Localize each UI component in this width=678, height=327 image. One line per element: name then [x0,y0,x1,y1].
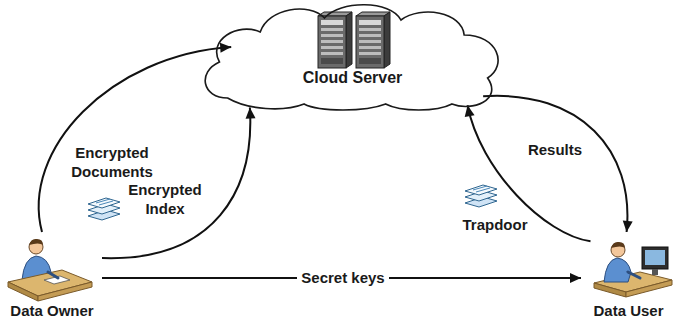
owner-figure-part [8,282,38,301]
server-icon-part [321,58,343,64]
document-stack [465,185,497,207]
server-icon-part [359,28,381,31]
server-icon-part [359,34,381,37]
actor-label: Data User [581,302,676,320]
cloud-node: Cloud Server [197,0,508,112]
user-figure-part [611,242,625,248]
server-icon-part [321,28,343,31]
document-stack-part [88,198,120,208]
document-stack-part [99,201,113,205]
user-figure-part [652,269,658,275]
server-icon-part [359,40,381,43]
cloud-outline [197,0,508,112]
connector [483,96,633,232]
server-icon-part [321,20,343,25]
server-icon-part [318,16,346,68]
connector-line [102,108,250,259]
actor-label: Data Owner [2,302,102,320]
server-icon [356,12,390,68]
edge-label: Results [520,141,590,160]
node-title: Cloud Server [197,68,508,87]
owner-figure-part [29,239,43,245]
user-figure-part [642,247,668,269]
owner-figure [8,239,92,301]
connector-line [483,96,627,232]
server-icon-part [321,40,343,43]
document-stack-part [476,188,490,192]
server-icon-part [356,16,384,68]
server-icon-part [384,12,390,68]
server-icon-part [359,46,381,49]
cloud-outline-path [205,5,498,110]
user-figure-part [645,250,665,265]
connector [39,43,232,232]
owner-figure-part [38,282,92,301]
edge-label: Encrypted Index [123,181,207,219]
connector [102,108,256,259]
server-icon-part [359,52,381,55]
document-stack-part [465,185,497,195]
edge-label-holder: Encrypted Index [123,181,207,219]
edge-label-holder: Encrypted Documents [64,144,160,182]
user-figure-part [628,272,640,278]
user-figure-part [626,280,672,297]
server-icon-part [346,12,352,68]
server-icon [318,12,352,68]
edge-label: Encrypted Documents [64,144,160,182]
edge-label: Secret keys [297,269,388,288]
arrow-head [246,108,256,119]
server-icon-part [321,34,343,37]
document-stack [88,198,120,220]
server-icon-part [321,52,343,55]
arrow-head [220,43,231,53]
server-icon-part [359,58,381,64]
edge-label-holder: Trapdoor [455,216,535,235]
server-icon-part [321,46,343,49]
edge-label-holder: Secret keys [293,269,393,288]
user-figure-part [604,258,631,282]
edge-label: Trapdoor [455,216,535,235]
actor-node: Data Owner [2,232,102,325]
edge-label-holder: Results [520,141,590,160]
arrow-head [623,221,633,232]
arrow-head [570,273,581,283]
connector-line [39,47,232,232]
actor-node: Data User [581,232,676,325]
server-icon-part [359,20,381,25]
owner-figure-part [48,272,58,278]
user-figure [594,242,672,297]
user-figure-part [594,283,626,297]
